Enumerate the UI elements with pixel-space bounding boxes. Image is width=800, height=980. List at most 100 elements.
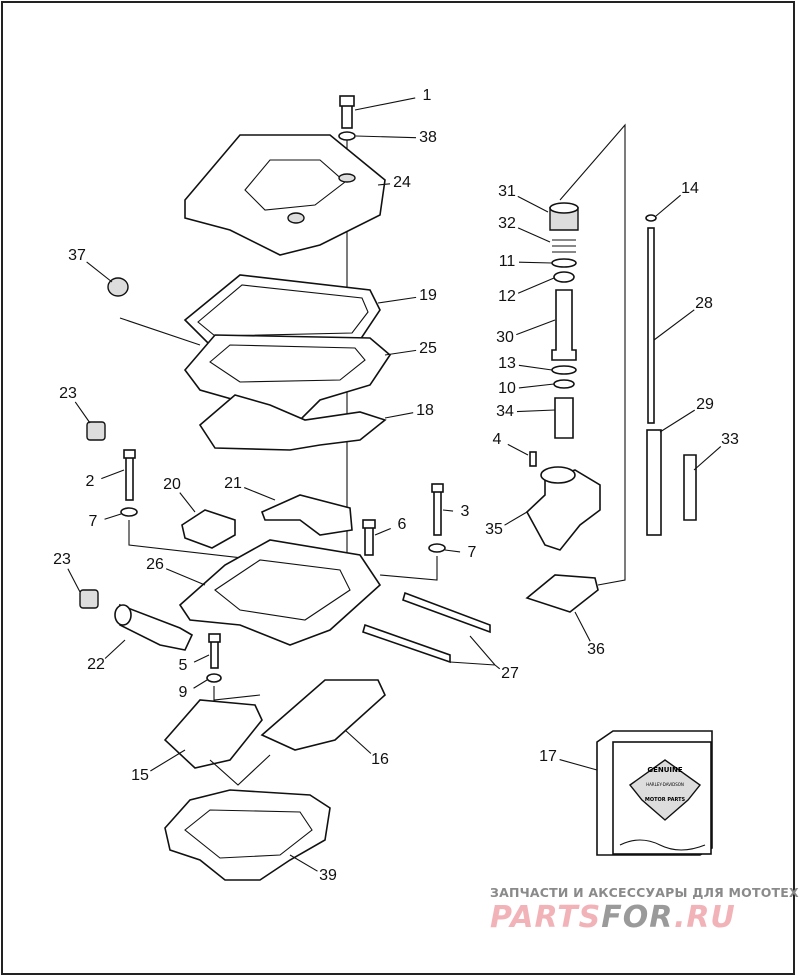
- gasket-15-16-leader: [209, 754, 271, 786]
- leader-line: [377, 296, 417, 304]
- callout-label: 17: [539, 748, 557, 765]
- watermark-tagline: ЗАПЧАСТИ И АКСЕССУАРЫ ДЛЯ МОТОТЕХНИКИ: [490, 885, 800, 900]
- logo-text-motor-parts: MOTOR PARTS: [645, 797, 686, 803]
- part-washer-38: [338, 131, 356, 141]
- callout-label: 29: [696, 396, 714, 413]
- watermark-brand: PARTSFOR.RU: [490, 900, 736, 935]
- leader-line: [518, 261, 553, 264]
- callout-label: 20: [163, 476, 181, 493]
- callout-label: 34: [496, 403, 514, 420]
- leader-line: [516, 409, 556, 413]
- part-base-26: [178, 539, 382, 646]
- callout-label: 19: [419, 287, 437, 304]
- callout-label: 1: [423, 87, 432, 104]
- callout-label: 23: [59, 385, 77, 402]
- part-bolt-2: [123, 449, 136, 501]
- callout-label: 16: [371, 751, 389, 768]
- leader-line: [517, 277, 555, 294]
- part-ring-10: [553, 379, 575, 389]
- leader-line: [74, 401, 91, 424]
- leader-line: [384, 349, 417, 356]
- shaft-22-end: [114, 604, 132, 626]
- leader-line: [504, 511, 528, 526]
- part-block-35: [526, 469, 601, 551]
- part-gasket-16: [260, 679, 386, 751]
- leader-line: [442, 509, 454, 512]
- callout-label: 24: [393, 174, 411, 191]
- part-lifter-34: [554, 397, 574, 439]
- leader-line: [179, 492, 196, 513]
- part-ring-13: [551, 365, 577, 375]
- callout-label: 21: [224, 475, 242, 492]
- callout-label: 31: [498, 183, 516, 200]
- leader-line: [289, 854, 318, 872]
- part-washer-9: [206, 673, 222, 683]
- watermark-brand-parts: PARTS: [490, 900, 602, 935]
- leader-line: [354, 97, 416, 111]
- part-tube-29: [646, 429, 662, 536]
- callout-label: 36: [587, 641, 605, 658]
- callout-label: 25: [419, 340, 437, 357]
- callout-label: 37: [68, 247, 86, 264]
- part-plug-23b: [79, 589, 99, 609]
- leader-line: [193, 679, 208, 689]
- part-bolt-3: [431, 483, 444, 536]
- part-pushrod-28: [647, 227, 655, 424]
- leader-line: [101, 469, 125, 480]
- leader-line: [693, 445, 722, 471]
- callout-label: 5: [179, 657, 188, 674]
- part-plug-37: [107, 277, 129, 297]
- leader-line: [559, 759, 598, 771]
- leader-line: [655, 194, 681, 217]
- leader-line: [518, 364, 553, 371]
- leader-lines: [67, 97, 722, 872]
- callout-label: 22: [87, 656, 105, 673]
- callout-label: 33: [721, 431, 739, 448]
- callout-label: 18: [416, 402, 434, 419]
- part-housing-25: [183, 334, 392, 421]
- part-gasket-18: [198, 394, 387, 451]
- leader-line: [355, 135, 417, 139]
- alignment-line: [379, 556, 438, 581]
- callout-label: 30: [496, 329, 514, 346]
- callout-label: 7: [468, 544, 477, 561]
- part-washer-7b: [428, 543, 446, 553]
- callout-label: 39: [319, 867, 337, 884]
- leader-line: [193, 654, 210, 663]
- alignment-line: [119, 317, 201, 346]
- leader-line: [165, 568, 206, 586]
- leader-line: [384, 412, 414, 419]
- logo-text-brand: HARLEY-DAVIDSON: [646, 782, 684, 787]
- gasket-39-inner: [184, 809, 313, 859]
- cover-hole: [287, 212, 305, 224]
- part-gasket-20: [181, 509, 236, 549]
- leader-line: [104, 513, 122, 520]
- part-ring-14: [645, 214, 657, 222]
- leader-line: [574, 611, 591, 642]
- alignment-line: [559, 123, 626, 586]
- part-rocker-21: [260, 494, 353, 536]
- callout-label: 23: [53, 551, 71, 568]
- callout-label: 38: [419, 129, 437, 146]
- alignment-line: [213, 686, 261, 701]
- part-tube-30: [551, 289, 577, 361]
- base-detail: [214, 559, 351, 621]
- leader-line: [344, 729, 372, 754]
- leader-line: [104, 639, 126, 659]
- callout-label: 11: [499, 253, 516, 270]
- watermark-brand-ru: .RU: [673, 900, 736, 935]
- leader-line: [374, 527, 391, 536]
- callout-label: 9: [179, 684, 188, 701]
- part-bolt-4: [529, 451, 537, 467]
- leader-line: [244, 487, 276, 501]
- leader-line: [659, 409, 696, 433]
- alignment-line: [128, 520, 261, 561]
- part-gasket-36: [525, 574, 599, 613]
- part-cover-24: [184, 134, 386, 256]
- callout-label: 27: [501, 665, 519, 682]
- logo-text-genuine: GENUINE: [647, 766, 683, 774]
- rod-27-leader: [449, 635, 496, 666]
- callout-label: 35: [485, 521, 503, 538]
